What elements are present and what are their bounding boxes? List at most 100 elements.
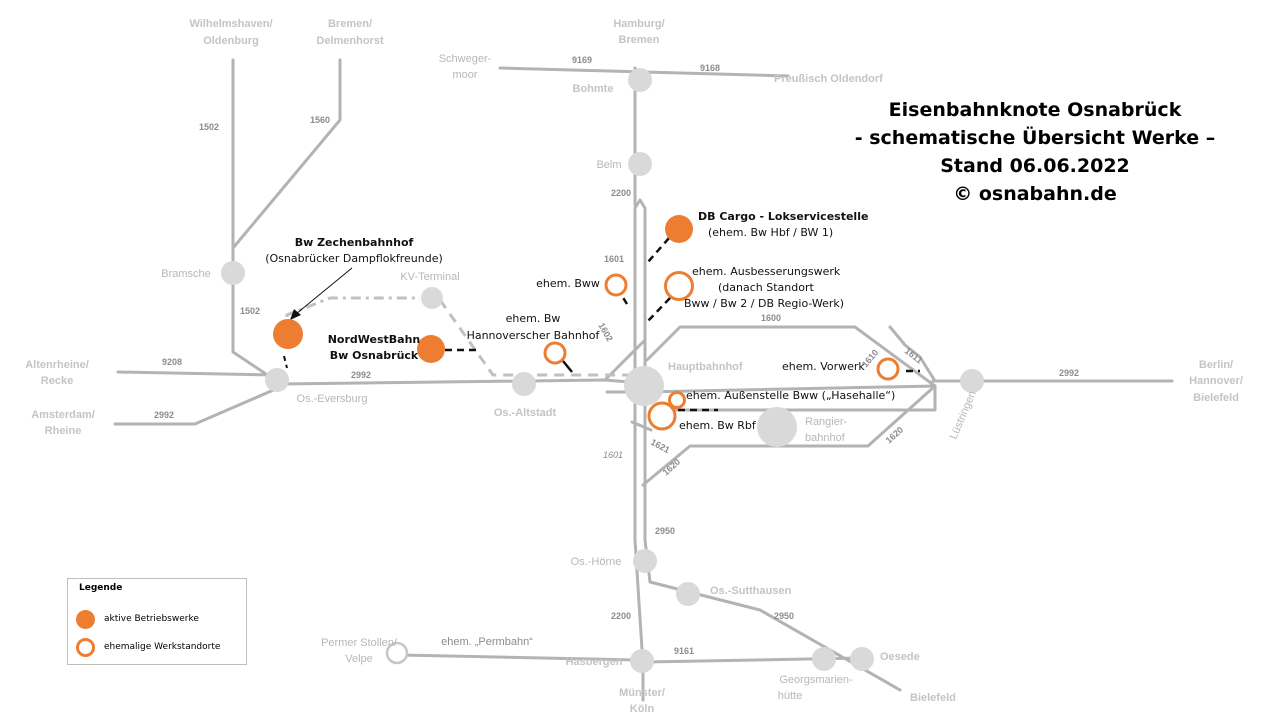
legend-item-active: aktive Betriebswerke	[76, 609, 199, 629]
destination-labels: Wilhelmshaven/ Oldenburg Bremen/ Delmenh…	[25, 18, 1243, 715]
arrow-zechenbahnhof	[290, 267, 353, 320]
former-works-swatch-icon	[76, 637, 95, 657]
track-permbahn	[398, 653, 640, 662]
label-vorwerk: ehem. Vorwerk	[782, 360, 865, 373]
label-aw-2: (danach Standort	[718, 281, 814, 294]
title-line-4: © osnabahn.de	[953, 183, 1117, 205]
station-altstadt	[512, 372, 536, 396]
line-1600: 1600	[761, 313, 781, 323]
label-zechenbahnhof-2: (Osnabrücker Dampflokfreunde)	[265, 252, 443, 265]
works-labels: Bw Zechenbahnhof (Osnabrücker Dampflokfr…	[265, 210, 895, 432]
label-rangier-1: Rangier-	[805, 416, 848, 428]
dest-preussisch-oldendorf: Preußisch Oldendorf	[774, 73, 883, 85]
line-9168: 9168	[700, 63, 720, 73]
marker-ausbesserungswerk-former	[664, 271, 694, 301]
label-georgsmarien-2: hütte	[778, 690, 802, 702]
dest-wilhelmshaven-1: Wilhelmshaven/	[189, 18, 272, 30]
line-1502-north: 1502	[199, 122, 219, 132]
station-eversburg	[265, 368, 289, 392]
station-sutthausen	[676, 582, 700, 606]
label-eversburg: Os.-Eversburg	[297, 393, 368, 405]
line-2200-south: 2200	[611, 611, 631, 621]
arrow-line	[295, 267, 353, 315]
track-2992-eversburg	[278, 378, 645, 386]
station-oesede	[850, 647, 874, 671]
label-aw-3: Bww / Bw 2 / DB Regio-Werk)	[684, 297, 844, 310]
line-1601-north: 1601	[604, 254, 624, 264]
line-2992-eversburg: 2992	[351, 370, 371, 380]
track-junction-north	[633, 198, 647, 210]
station-bohmte	[628, 68, 652, 92]
line-2992-east: 2992	[1059, 368, 1079, 378]
label-bw-rbf: ehem. Bw Rbf	[679, 419, 757, 432]
label-kv-terminal: KV-Terminal	[400, 271, 459, 283]
station-belm	[628, 152, 652, 176]
line-1502-south: 1502	[240, 306, 260, 316]
station-hauptbahnhof	[624, 366, 664, 406]
line-1611: 1611	[903, 346, 925, 366]
station-bramsche	[221, 261, 245, 285]
label-georgsmarien-1: Georgsmarien-	[779, 674, 853, 686]
station-rangierbahnhof	[757, 407, 797, 447]
works-markers	[273, 215, 900, 431]
label-permbahn: ehem. „Permbahn“	[441, 636, 533, 648]
label-altstadt: Os.-Altstadt	[494, 407, 557, 419]
track-hbf-link	[630, 420, 653, 432]
marker-bww-former	[604, 273, 628, 297]
label-hannoverscher-2: Hannoverscher Bahnhof	[467, 329, 601, 342]
station-hoerne	[633, 549, 657, 573]
marker-vorwerk-former	[876, 357, 900, 381]
label-luestringen: Lüstringen	[948, 389, 979, 441]
connector-dbcargo	[647, 237, 670, 263]
line-2950-north: 2950	[655, 526, 675, 536]
station-permer-stollen	[385, 641, 409, 665]
label-zechenbahnhof-1: Bw Zechenbahnhof	[295, 236, 414, 249]
track-9208	[116, 370, 277, 377]
legend-heading: Legende	[79, 583, 123, 593]
marker-bw-rbf-former	[647, 401, 677, 431]
track-1600	[645, 325, 937, 388]
marker-zechenbahnhof-active	[273, 319, 303, 349]
marker-hasehalle-former	[668, 391, 686, 409]
title-line-3: Stand 06.06.2022	[940, 155, 1130, 177]
line-9169: 9169	[572, 55, 592, 65]
line-2200-north: 2200	[611, 188, 631, 198]
line-9208: 9208	[162, 357, 182, 367]
line-1560: 1560	[310, 115, 330, 125]
label-hasbergen: Hasbergen	[566, 656, 623, 668]
line-1621: 1621	[649, 437, 671, 455]
track-2200-main	[633, 208, 645, 702]
dest-berlin-1: Berlin/	[1199, 359, 1233, 371]
line-1601-south: 1601	[603, 450, 623, 460]
dest-altenrheine-1: Altenrheine/	[25, 359, 89, 371]
track-kv-altstadt	[438, 299, 630, 377]
station-luestringen	[960, 369, 984, 393]
dest-altenrheine-2: Recke	[41, 375, 73, 387]
dest-hamburg-1: Hamburg/	[613, 18, 664, 30]
label-hauptbahnhof: Hauptbahnhof	[668, 361, 743, 373]
connector-zechenbahnhof	[283, 355, 288, 369]
connector-hannoverscher-bf	[562, 360, 573, 373]
track-1610	[888, 325, 937, 383]
label-dbcargo-1: DB Cargo - Lokservicestelle	[698, 210, 868, 223]
label-hannoverscher-1: ehem. Bw	[506, 312, 561, 325]
dest-muenster-1: Münster/	[619, 687, 665, 699]
label-bohmte: Bohmte	[573, 83, 614, 95]
label-hoerne: Os.-Hörne	[571, 556, 622, 568]
line-2950-south: 2950	[774, 611, 794, 621]
dest-amsterdam-1: Amsterdam/	[31, 409, 95, 421]
label-oesede: Oesede	[880, 651, 920, 663]
legend-active-label: aktive Betriebswerke	[104, 614, 199, 624]
label-sutthausen: Os.-Sutthausen	[710, 585, 792, 597]
track-1602	[603, 338, 647, 382]
line-9161: 9161	[674, 646, 694, 656]
station-labels: Bohmte Belm Bramsche KV-Terminal Os.-Eve…	[161, 83, 979, 702]
track-1620-1621	[641, 384, 937, 487]
line-2992-west: 2992	[154, 410, 174, 420]
legend-item-former: ehemalige Werkstandorte	[76, 637, 220, 657]
label-bramsche: Bramsche	[161, 268, 211, 280]
track-1502	[231, 58, 277, 382]
dest-berlin-3: Bielefeld	[1193, 392, 1239, 404]
station-dots	[221, 68, 984, 673]
label-nwb-2: Bw Osnabrück	[330, 349, 419, 362]
